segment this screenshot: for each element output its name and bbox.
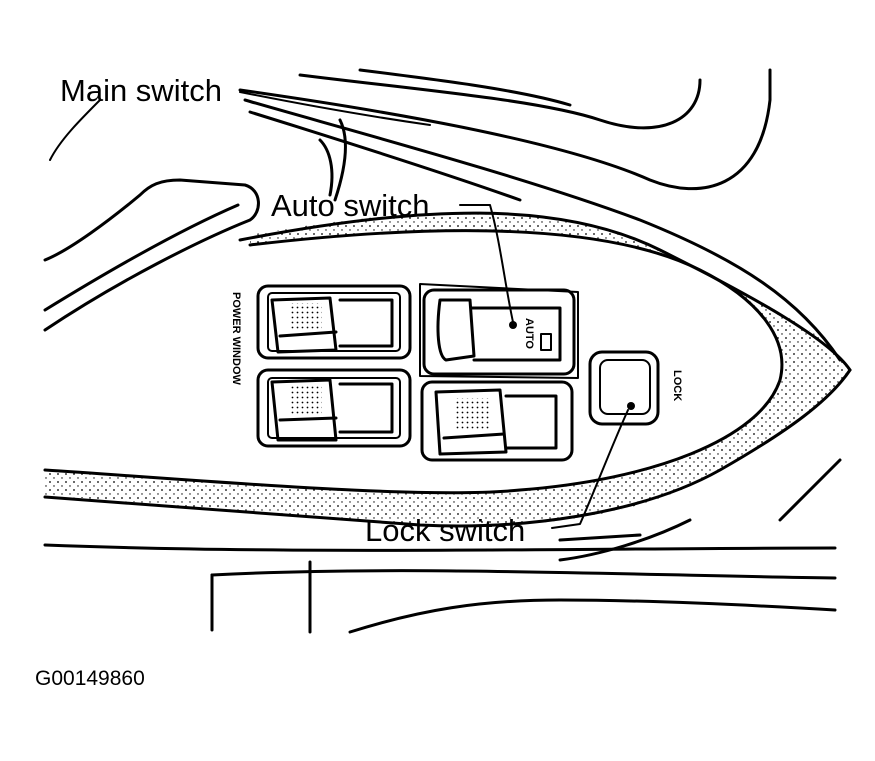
- rear-left-window-switch: [256, 284, 412, 360]
- door-trim-lower: [43, 458, 842, 634]
- figure-id: G00149860: [35, 667, 145, 690]
- rear-right-window-switch: [256, 368, 412, 448]
- power-window-label: POWER WINDOW: [230, 292, 242, 385]
- callout-leaders: [239, 91, 629, 529]
- switch-bezel: [43, 211, 852, 528]
- front-passenger-window-switch: [420, 380, 574, 462]
- armrest-outline: [43, 178, 260, 332]
- lock-label: LOCK: [671, 370, 683, 401]
- auto-label: AUTO: [523, 318, 535, 349]
- driver-window-auto-switch: [419, 283, 579, 379]
- switch-panel: [256, 283, 660, 462]
- lock-switch-callout: Lock switch: [365, 513, 525, 548]
- door-trim-upper: [49, 68, 842, 362]
- main-switch-callout: Main switch: [60, 73, 222, 108]
- lock-switch: [588, 350, 660, 426]
- auto-switch-callout: Auto switch: [271, 188, 430, 223]
